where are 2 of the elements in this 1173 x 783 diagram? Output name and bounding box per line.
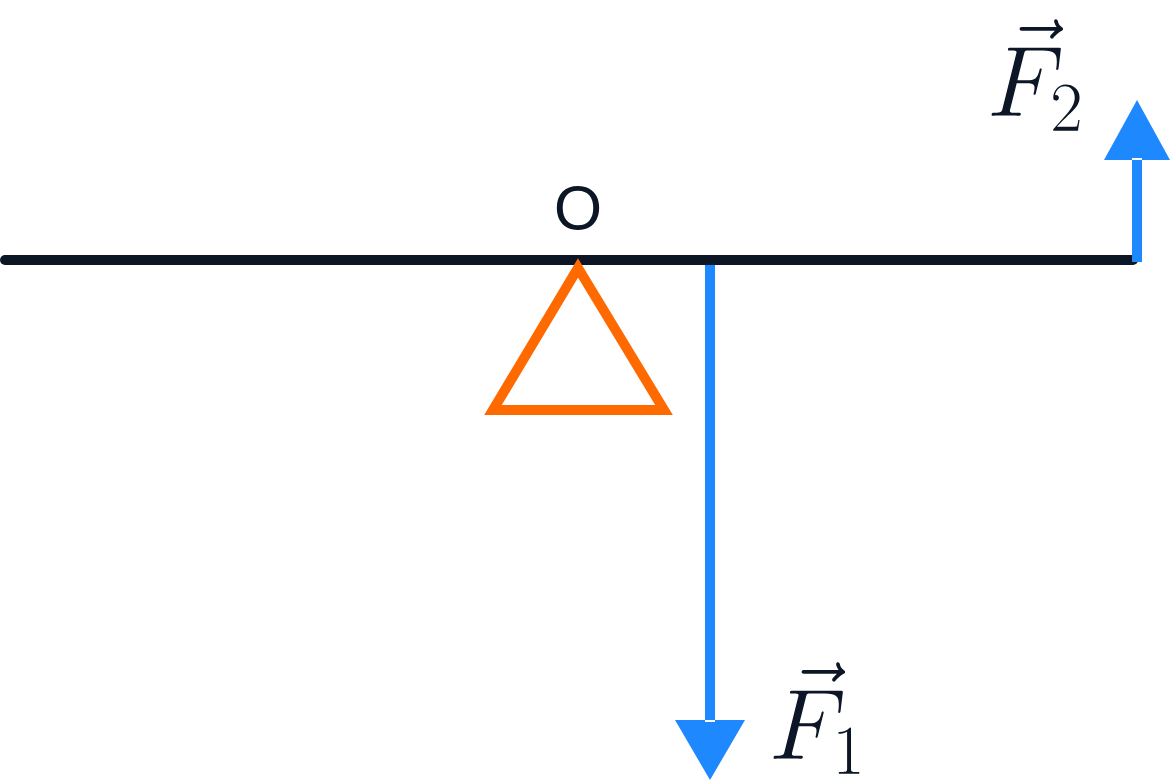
force-label: $\vec{F}_1$ — [773, 662, 860, 774]
force-label: $\vec{F}_2$ — [991, 19, 1080, 131]
